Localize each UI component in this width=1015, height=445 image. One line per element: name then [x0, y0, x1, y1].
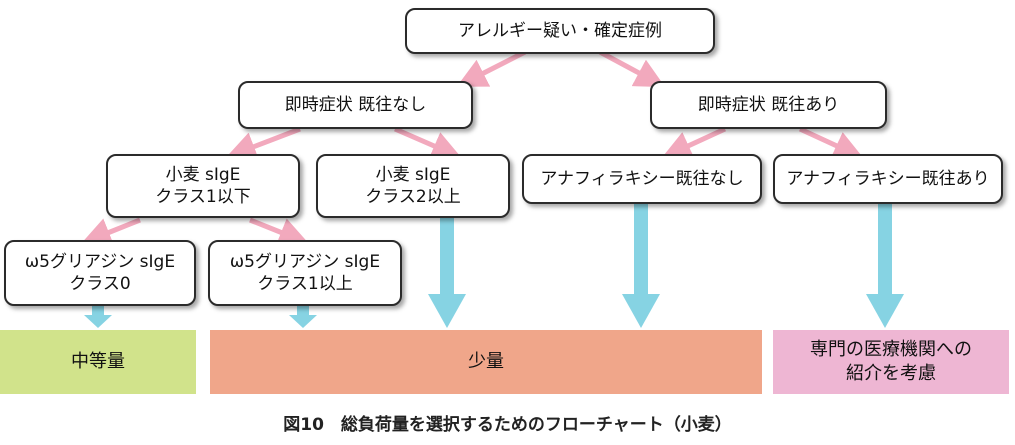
arrow-with-history-to-anaphylaxis	[798, 126, 864, 160]
outcome-small: 少量	[210, 330, 762, 394]
node-wheat-class1-below: 小麦 sIgE クラス1以下	[106, 154, 300, 218]
arrow-no-history-to-class2-above	[394, 126, 462, 160]
arrow-root-to-no-history	[456, 49, 527, 87]
outcome-moderate: 中等量	[0, 330, 196, 394]
arrow-no-history-to-class1-below	[225, 126, 301, 161]
figure-caption: 図10 総負荷量を選択するためのフローチャート（小麦）	[283, 415, 732, 435]
arrow-root-to-with-history	[598, 49, 666, 88]
arrow-omega5-class1-above-head	[289, 315, 317, 328]
node-root: アレルギー疑い・確定症例	[405, 8, 715, 54]
node-with-anaphylaxis: アナフィラキシー既往あり	[773, 154, 1003, 204]
arrow-class1-below-to-omega5-class1-above	[249, 217, 309, 247]
arrow-omega5-class1-above-shaft	[297, 306, 309, 316]
arrow-no-anaphylaxis-head	[622, 294, 660, 328]
arrow-no-anaphylaxis-shaft	[634, 204, 648, 295]
node-no-anaphylaxis: アナフィラキシー既往なし	[522, 154, 762, 204]
node-with-history: 即時症状 既往あり	[650, 81, 887, 129]
arrow-class1-below-to-omega5-class0	[81, 217, 141, 247]
node-omega5-class0: ω5グリアジン sIgE クラス0	[4, 240, 196, 306]
arrow-omega5-class0-shaft	[92, 306, 104, 316]
arrow-class2-above-shaft	[440, 217, 454, 295]
outcome-referral: 専門の医療機関への 紹介を考慮	[773, 330, 1009, 394]
node-no-history: 即時症状 既往なし	[238, 81, 473, 129]
arrow-omega5-class0-head	[84, 315, 112, 328]
node-wheat-class2-above: 小麦 sIgE クラス2以上	[316, 154, 510, 218]
arrow-with-history-to-no-anaphylaxis	[661, 126, 727, 160]
arrow-with-anaphylaxis-head	[866, 294, 904, 328]
arrow-with-anaphylaxis-shaft	[878, 204, 892, 295]
node-omega5-class1-above: ω5グリアジン sIgE クラス1以上	[208, 240, 402, 306]
arrow-class2-above-head	[428, 294, 466, 328]
